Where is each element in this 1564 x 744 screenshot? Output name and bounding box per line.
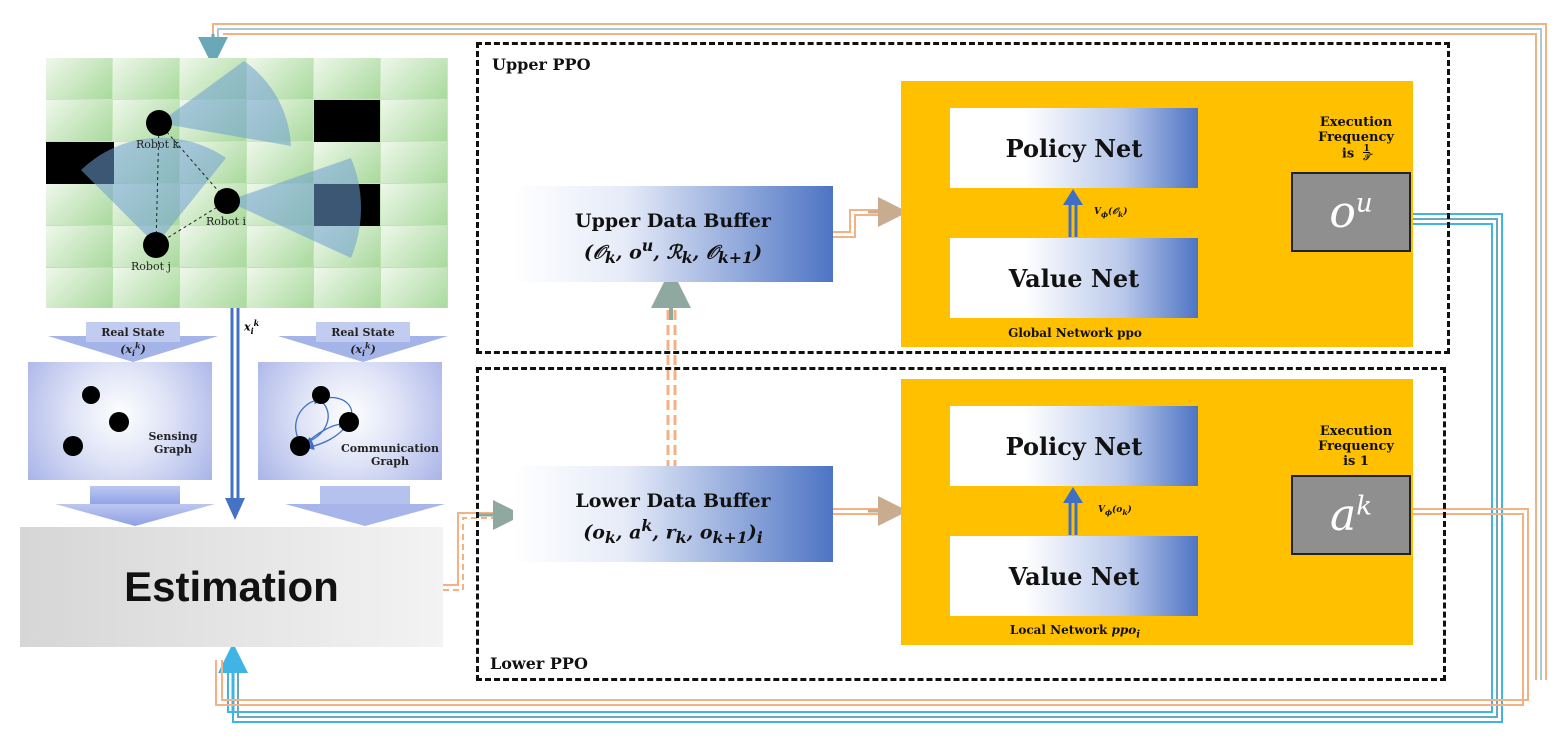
lower-ppo-title: Lower PPO <box>490 654 588 673</box>
top-feedback-loop <box>198 23 1547 680</box>
sensing-to-estimation-arrow <box>55 486 215 526</box>
robot-k-marker <box>146 110 172 136</box>
real-state-arrow-left <box>48 322 218 362</box>
upper-output-box: ou <box>1291 172 1411 252</box>
robots-layer <box>81 61 361 258</box>
global-network-panel: Policy Net Value Net Vϕ(𝒪k) Global Netwo… <box>901 81 1413 347</box>
lower-data-buffer: Lower Data Buffer (ok, ak, rk, ok+1)i <box>513 466 833 562</box>
upper-value-to-policy-arrow <box>1063 189 1083 237</box>
lower-output-box: ak <box>1291 475 1411 555</box>
upper-output-loop <box>218 213 1503 723</box>
robot-j-label: Robot j <box>131 260 171 273</box>
upper-buffer-to-network <box>833 197 908 238</box>
upper-buffer-tuple: (𝒪k, ou, ℛk, 𝒪k+1) <box>583 236 763 268</box>
upper-ppo-box <box>476 42 1450 354</box>
lower-buffer-tuple: (ok, ak, rk, ok+1)i <box>583 516 763 548</box>
local-network-panel: Policy Net Value Net Vϕ(ok) Local Networ… <box>901 379 1413 645</box>
sensing-sector-i <box>227 158 361 258</box>
lower-buffer-title: Lower Data Buffer <box>575 490 771 512</box>
upper-buffer-title: Upper Data Buffer <box>575 210 771 232</box>
upper-policy-net: Policy Net <box>950 108 1198 188</box>
upper-ppo-title: Upper PPO <box>492 55 591 74</box>
real-state-arrow-right <box>278 322 448 362</box>
sensing-sector-k <box>159 61 291 146</box>
lower-to-upper-buffer <box>651 268 691 470</box>
lower-value-net: Value Net <box>950 536 1198 616</box>
state-arrow-label: xik <box>244 318 260 336</box>
obstacle <box>314 100 380 142</box>
upper-value-fn: Vϕ(𝒪k) <box>1094 207 1128 219</box>
estimation-label: Estimation <box>124 563 339 610</box>
lower-value-to-policy-arrow <box>1063 487 1083 535</box>
lower-ppo-box <box>476 367 1446 681</box>
local-network-label: Local Network ppoi <box>1009 623 1141 641</box>
robot-i-label: Robot i <box>206 215 247 228</box>
robot-k-label: Robot k <box>136 138 180 151</box>
global-network-label: Global Network ppo <box>1008 326 1142 340</box>
robot-i-marker <box>214 188 240 214</box>
estimation-block: Estimation <box>20 527 443 647</box>
real-state-label-right: Real State(xik) <box>331 326 395 358</box>
upper-value-net: Value Net <box>950 238 1198 318</box>
upper-data-buffer: Upper Data Buffer (𝒪k, ou, ℛk, 𝒪k+1) <box>513 186 833 282</box>
communication-to-estimation-arrow <box>285 486 445 526</box>
lower-buffer-to-network <box>833 496 908 526</box>
lower-value-fn: Vϕ(ok) <box>1098 505 1132 517</box>
real-state-label-left: Real State(xik) <box>101 326 165 358</box>
lower-policy-net: Policy Net <box>950 406 1198 486</box>
lower-output-loop <box>215 508 1529 706</box>
sensing-sector-j <box>81 137 226 245</box>
robot-j-marker <box>143 232 169 258</box>
state-arrow <box>225 308 245 520</box>
grid-world: Robot k Robot i Robot j <box>46 58 448 308</box>
